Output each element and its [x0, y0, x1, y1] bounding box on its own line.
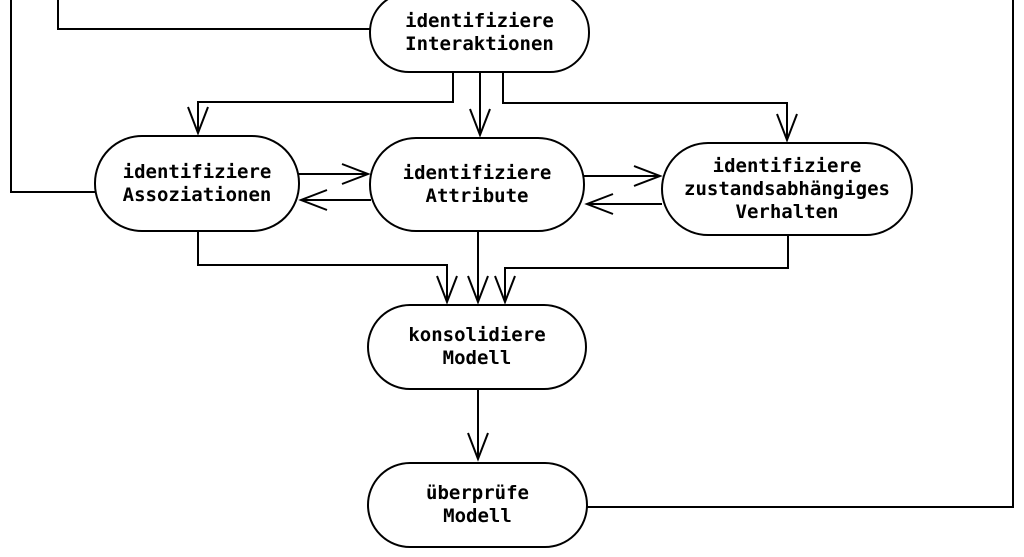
- edge-verhalten-to-konsolidiere: [494, 235, 789, 305]
- node-identifiziere-attribute-label: identifiziere Attribute: [402, 161, 552, 207]
- node-konsolidiere-modell-label: konsolidiere Modell: [408, 324, 546, 369]
- node-ueberpruefe-modell-label: überprüfe Modell: [426, 482, 529, 527]
- node-identifiziere-attribute: identifiziere Attribute: [369, 137, 585, 232]
- node-konsolidiere-modell: konsolidiere Modell: [367, 304, 587, 390]
- edge-offscreen-to-assoziationen: [10, 0, 97, 193]
- node-identifiziere-assoziationen: identifiziere Assoziationen: [94, 135, 300, 232]
- edge-interaktionen-to-assoziationen: [187, 71, 454, 136]
- node-identifiziere-assoziationen-label: identifiziere Assoziationen: [122, 160, 272, 206]
- node-identifiziere-zustandsabhaengiges-verhalten: identifiziere zustandsabhängiges Verhalt…: [661, 142, 913, 236]
- node-ueberpruefe-modell: überprüfe Modell: [367, 462, 588, 548]
- edge-interaktionen-to-verhalten: [502, 71, 798, 143]
- node-identifiziere-interaktionen: identifiziere Interaktionen: [369, 0, 590, 73]
- node-identifiziere-zustandsabhaengiges-verhalten-label: identifiziere zustandsabhängiges Verhalt…: [684, 154, 890, 223]
- edge-assoziationen-to-konsolidiere: [197, 231, 458, 305]
- edge-ueberpruefe-to-offscreen: [587, 0, 1014, 508]
- node-identifiziere-interaktionen-label: identifiziere Interaktionen: [405, 9, 554, 55]
- edge-offscreen-to-interaktionen: [57, 0, 372, 30]
